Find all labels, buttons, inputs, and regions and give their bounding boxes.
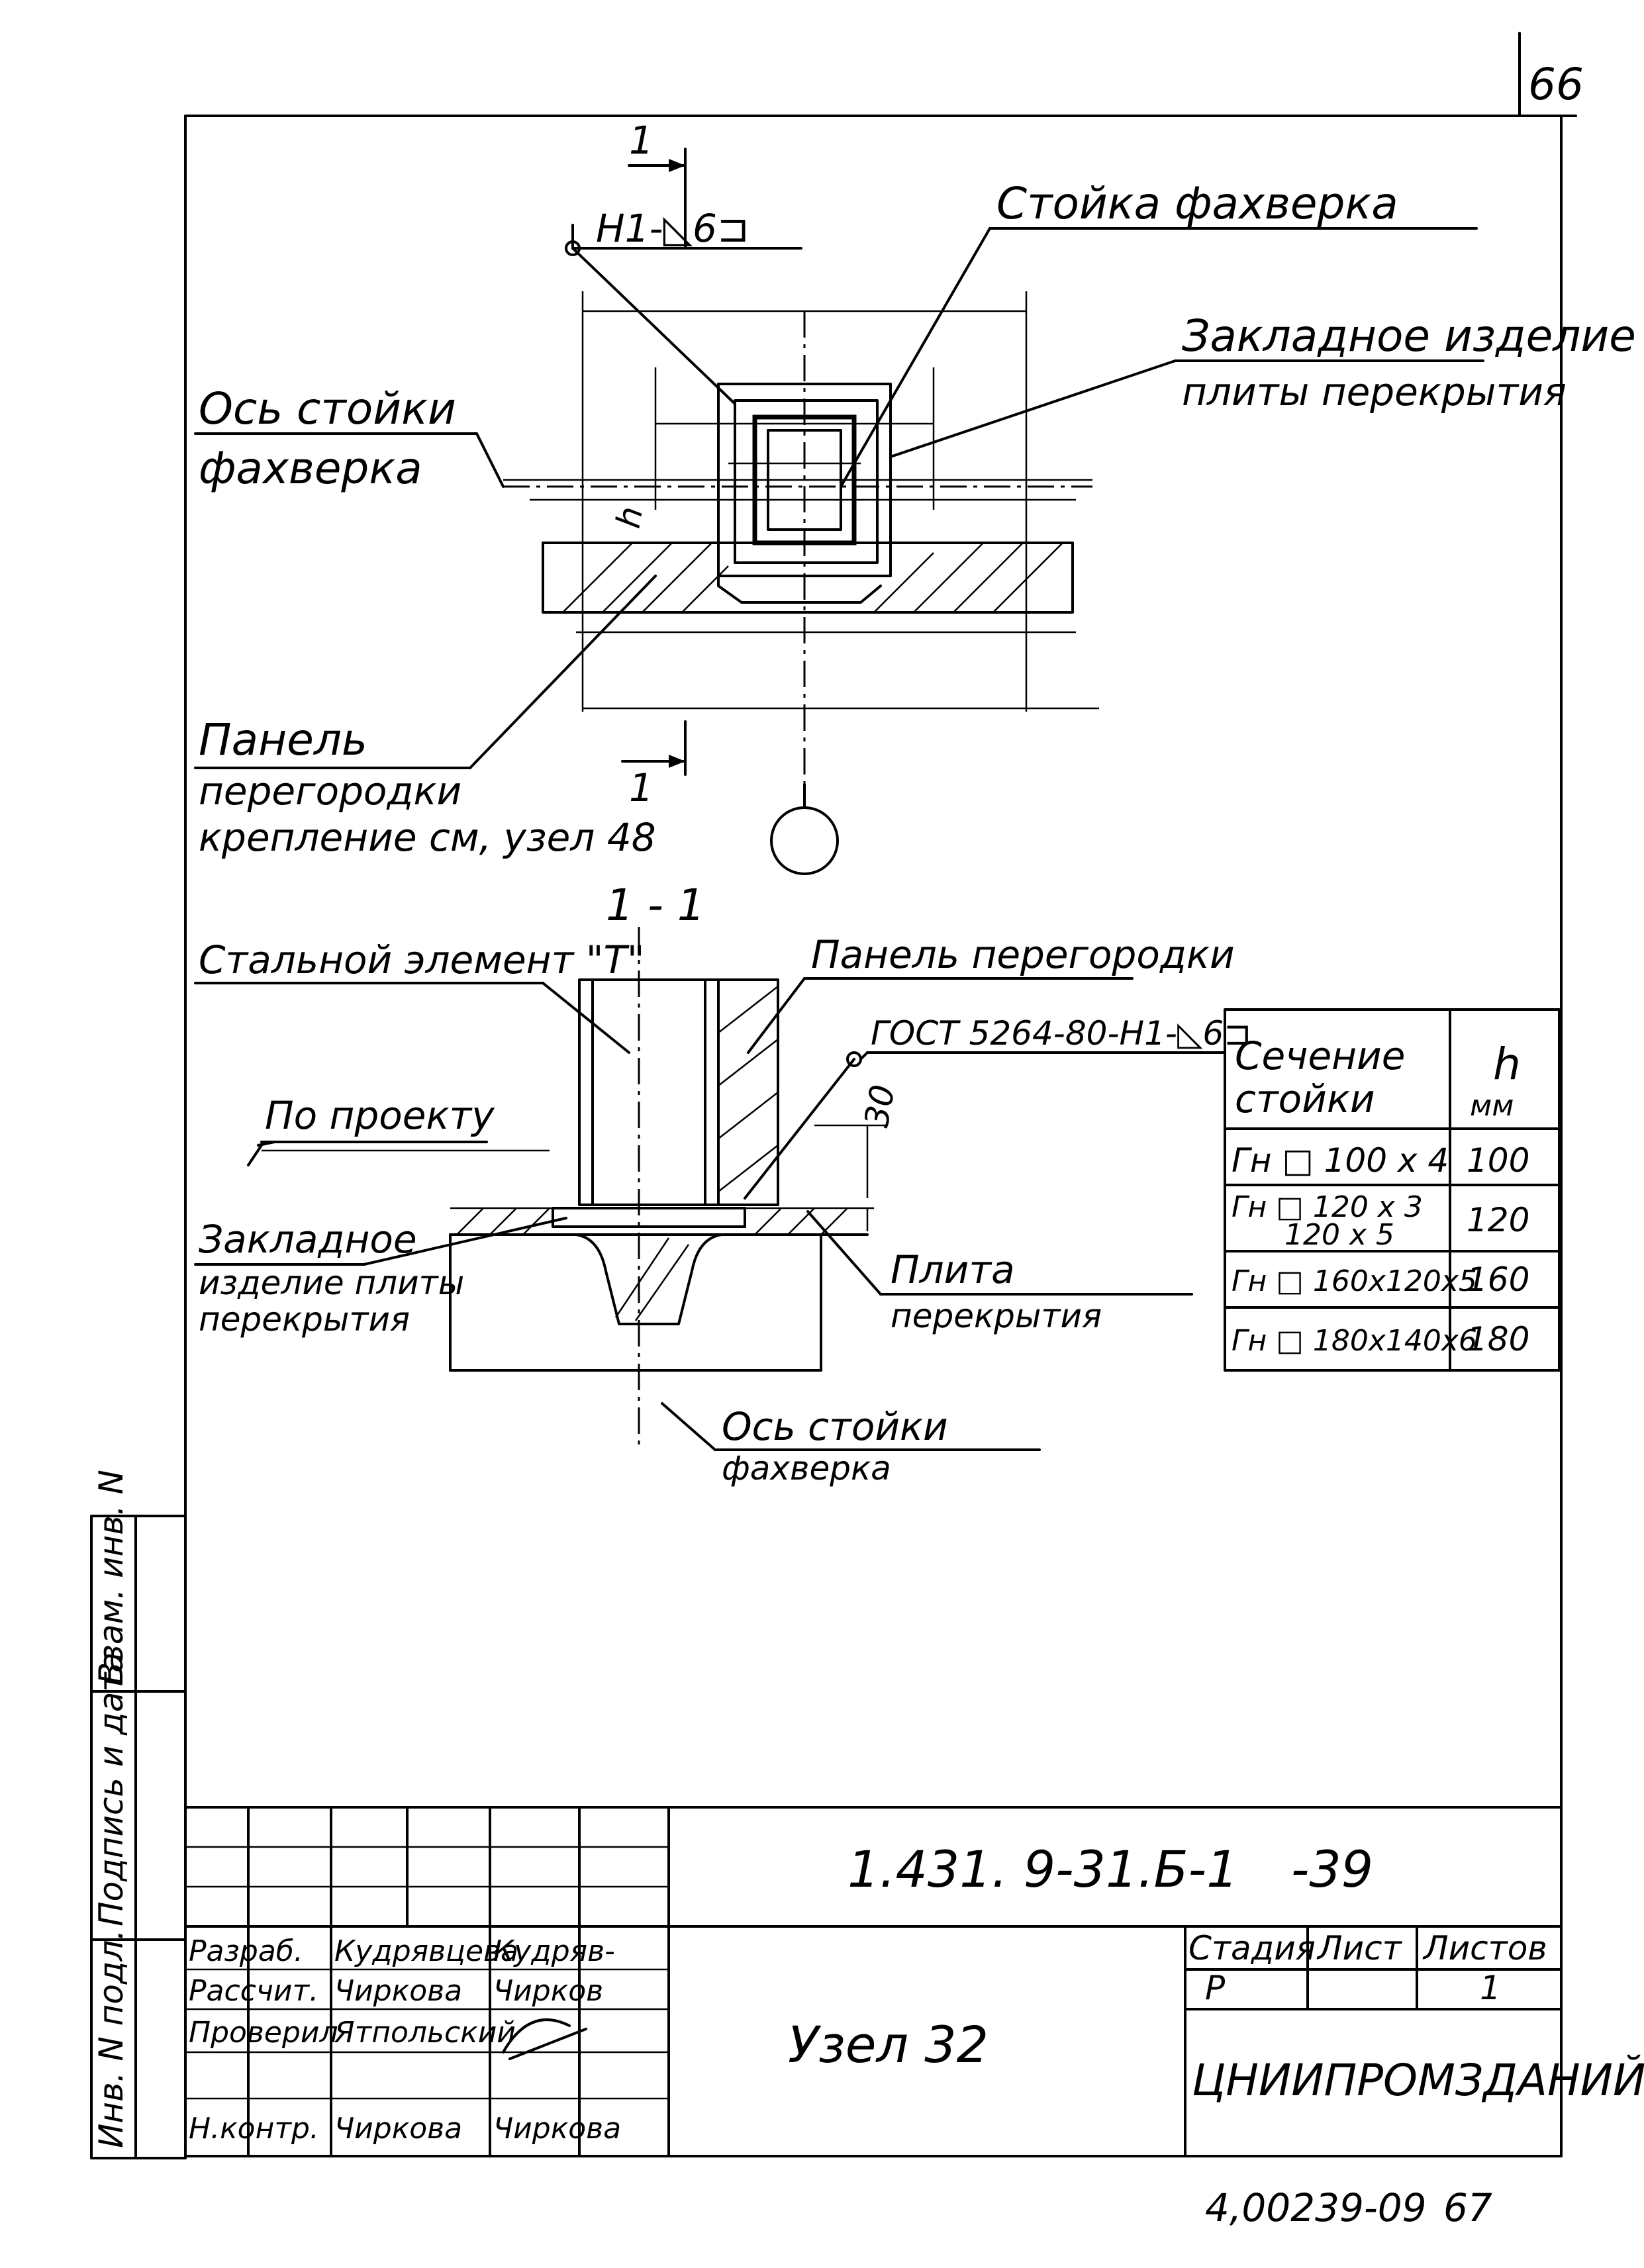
role-name: Чиркова (334, 2112, 462, 2146)
label-axis-section-2: фахверка (722, 1449, 891, 1488)
panel-hatch (718, 986, 779, 1192)
role-name: Кудрявцева (334, 1934, 518, 1968)
weld-mark-plan: Н1-◺6⊐ (596, 206, 749, 251)
node-title: Узел 32 (788, 2015, 989, 2074)
label-axis-plan-2: фахверка (199, 443, 422, 494)
header-sheet: Лист (1316, 1929, 1403, 1967)
dim-30: 30 (857, 1082, 902, 1130)
plan-view: 1 1 Н1-◺6⊐ (194, 118, 1636, 875)
table-row-h: 160 (1467, 1260, 1529, 1299)
table-header-section-2: стойки (1235, 1076, 1375, 1121)
table-row-section: Гн □ 100 х 4 (1232, 1141, 1449, 1180)
role-sign: Чиркова (493, 2112, 621, 2146)
section-table (1224, 1008, 1561, 1372)
label-embedded-section-2: изделие плиты (199, 1264, 464, 1302)
sheet-code: -39 (1291, 1840, 1373, 1899)
table-row-section: Гн □ 120 х 3 (1232, 1190, 1423, 1224)
header-sheets: Листов (1422, 1929, 1547, 1967)
anchor-hatch (614, 1237, 690, 1321)
label-slab-2: перекрытия (891, 1297, 1102, 1335)
label-embedded-1: Закладное изделие (1182, 310, 1636, 361)
role-label: Н.контр. (189, 2112, 319, 2146)
label-embedded-section-3: перекрытия (199, 1300, 410, 1339)
role-name: Ятпольский (334, 2016, 516, 2050)
table-header-unit: мм (1470, 1089, 1514, 1123)
role-sign: Чирков (493, 1974, 603, 2008)
role-label: Рассчит. (189, 1974, 318, 2008)
stamp-inv-orig: Инв. N подл. (92, 1930, 130, 2148)
stamp-sign-date: Подпись и дата (92, 1652, 130, 1926)
section-title: 1 - 1 (606, 880, 705, 931)
role-name: Чиркова (334, 1974, 462, 2008)
label-panel-2: перегородки (199, 769, 461, 814)
role-label: Разраб. (189, 1934, 303, 1968)
section-mark-bottom: 1 (629, 765, 653, 810)
label-panel-3: крепление см, узел 48 (199, 815, 656, 860)
label-post: Стойка фахверка (996, 178, 1398, 229)
table-row-h: 180 (1467, 1320, 1529, 1358)
sheet-number: 66 (1528, 59, 1584, 110)
label-embedded-section-1: Закладное (199, 1217, 417, 1262)
header-stage: Стадия (1188, 1929, 1316, 1967)
dim-h: h (609, 504, 651, 531)
table-row-section: Гн □ 180х140х6 (1232, 1324, 1477, 1358)
label-steel-element: Стальной элемент "Т" (199, 937, 645, 982)
signature-mark (502, 2018, 587, 2060)
slab-hatch-plan (562, 542, 1063, 613)
archive-number: 4,00239-09 (1205, 2185, 1427, 2230)
role-label: Проверил (189, 2016, 338, 2050)
section-mark-top: 1 (629, 118, 653, 163)
label-project: По проекту (265, 1093, 495, 1138)
title-block-grid (184, 1806, 1561, 2157)
table-row-h: 120 (1467, 1201, 1529, 1239)
label-embedded-2: плиты перекрытия (1182, 369, 1567, 414)
label-axis-plan-1: Ось стойки (199, 383, 456, 434)
doc-code: 1.431. 9-31.Б-1 (847, 1840, 1238, 1899)
table-row-h: 100 (1467, 1141, 1529, 1180)
weld-mark-gost: ГОСТ 5264-80-Н1-◺6⊐ (871, 1014, 1251, 1053)
role-sign: Кудряв- (493, 1934, 615, 1968)
section-view: 1 - 1 (194, 880, 1251, 1488)
label-panel-section: Панель перегородки (811, 932, 1235, 977)
table-row-section: Гн □ 160х120х5 (1232, 1264, 1477, 1298)
organization: ЦНИИПРОМЗДАНИЙ (1192, 2054, 1644, 2106)
value-stage: Р (1205, 1969, 1226, 2007)
label-panel-1: Панель (199, 714, 367, 765)
drawing-frame (184, 32, 1577, 2157)
side-stamp (90, 1515, 187, 2159)
value-sheets: 1 (1480, 1969, 1501, 2007)
table-header-h: h (1493, 1039, 1521, 1090)
stamp-inv-inst: Взам. инв. N (92, 1470, 130, 1685)
table-row-section-2: 120 х 5 (1284, 1218, 1394, 1252)
label-slab-1: Плита (891, 1247, 1015, 1292)
table-header-section-1: Сечение (1235, 1033, 1405, 1078)
archive-page: 67 (1443, 2185, 1492, 2230)
label-axis-section-1: Ось стойки (722, 1404, 948, 1449)
